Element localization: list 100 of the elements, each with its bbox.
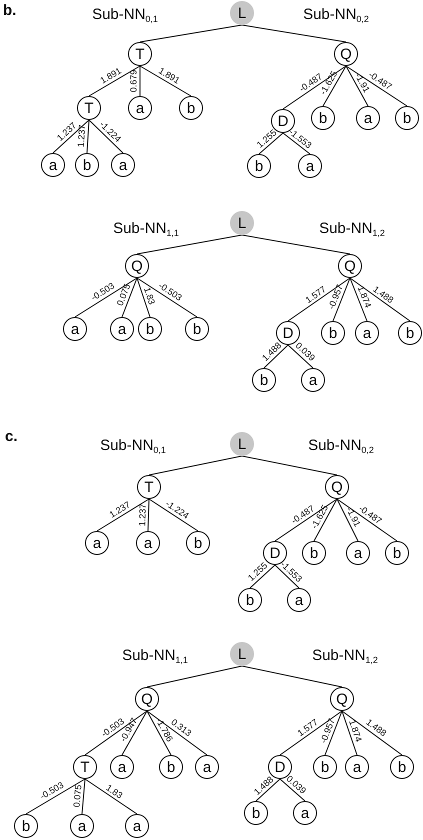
connector-line	[88, 120, 124, 154]
connector-line	[122, 278, 138, 318]
tree-node	[138, 317, 162, 341]
connector-line	[336, 498, 398, 542]
node-letter: a	[352, 760, 362, 774]
connector-line	[332, 278, 350, 322]
subnetwork-label: Sub-NN$_{1,1}$	[122, 647, 188, 665]
connector-line	[274, 498, 338, 542]
subnetwork-label: Sub-NN$_{1,2}$	[312, 647, 378, 665]
subnetwork-label: Sub-NN$_{1,1}$	[113, 220, 179, 238]
weight-label: 0.679	[130, 70, 138, 92]
tree-node	[125, 814, 149, 838]
node-letter: Q	[331, 480, 343, 494]
tree-node	[298, 154, 322, 178]
tree-node	[356, 106, 380, 130]
tree-node	[338, 254, 362, 278]
connector-line	[146, 666, 242, 688]
connector-line	[342, 710, 358, 756]
tree-node	[330, 687, 354, 711]
node-letter: T	[84, 100, 94, 116]
connector-line	[88, 66, 140, 96]
tree-node	[346, 541, 370, 565]
connector-line	[280, 778, 306, 802]
node-letter: a	[144, 536, 152, 550]
tree-node	[195, 755, 219, 779]
tree-node	[135, 687, 159, 711]
tree-node	[159, 755, 183, 779]
weight-label: 0.075	[116, 283, 132, 308]
connector-line	[148, 456, 242, 476]
subnetwork-label: Sub-NN$_{1,2}$	[319, 220, 385, 238]
tree-node	[128, 42, 152, 66]
connector-line	[242, 456, 338, 476]
node-letter: b	[328, 326, 338, 340]
node-letter: b	[318, 110, 328, 126]
weight-label: 1.83	[104, 782, 124, 800]
tree-node	[334, 42, 358, 66]
node-letter: b	[22, 818, 30, 834]
node-letter: a	[118, 760, 126, 774]
node-letter: T	[144, 480, 154, 494]
node-letter: b	[192, 322, 202, 336]
node-letter: b	[186, 100, 196, 116]
connector-line	[136, 278, 198, 318]
connector-line	[280, 710, 342, 756]
connector-line	[74, 278, 138, 318]
node-letter: L	[238, 6, 246, 20]
panel-letter: b.	[3, 2, 16, 20]
node-letter: b	[246, 592, 254, 608]
tree-node	[110, 755, 134, 779]
tree-node	[85, 531, 109, 555]
connector-line	[350, 278, 368, 322]
connector-line	[26, 778, 86, 814]
node-letter: a	[362, 326, 372, 340]
tree-node	[244, 801, 268, 825]
tree-node	[179, 96, 203, 120]
node-letter: Q	[340, 46, 352, 62]
node-letter: b	[402, 110, 412, 126]
weight-label: -0.957	[327, 284, 345, 311]
subnetwork-label: Sub-NN$_{0,2}$	[303, 6, 369, 24]
node-letter: a	[70, 322, 80, 336]
tree-node	[398, 321, 422, 345]
node-letter: a	[308, 372, 318, 388]
node-letter: a	[364, 110, 372, 126]
weight-label: -1.91	[344, 506, 362, 528]
connector-line	[322, 66, 346, 106]
weight-label: -0.957	[319, 717, 337, 744]
node-letter: a	[48, 158, 58, 172]
tree-node	[125, 254, 149, 278]
root-node	[230, 642, 254, 666]
node-letter: b	[252, 806, 260, 820]
node-letter: Q	[131, 258, 143, 274]
node-letter: D	[274, 760, 286, 774]
node-letter: b	[194, 536, 202, 550]
node-letter: a	[118, 158, 128, 172]
node-letter: b	[260, 372, 268, 388]
tree-node	[313, 755, 337, 779]
node-letter: L	[238, 436, 246, 452]
subnetwork-label: Sub-NN$_{0,1}$	[100, 437, 166, 455]
weight-label: -1.91	[353, 72, 372, 94]
subnetwork-label: Sub-NN$_{0,2}$	[308, 437, 374, 455]
node-letter: a	[118, 322, 126, 336]
connector-line	[288, 278, 350, 322]
connector-line	[314, 498, 338, 542]
connector-line	[242, 234, 350, 254]
connector-line	[282, 66, 346, 110]
tree-node	[321, 321, 345, 345]
connector-line	[258, 132, 284, 154]
connector-line	[84, 710, 148, 756]
tree-node	[136, 531, 160, 555]
node-letter: Q	[141, 692, 153, 706]
connector-line	[146, 710, 208, 756]
tree-node	[70, 814, 94, 838]
tree-node	[77, 96, 101, 120]
tree-node	[287, 588, 311, 612]
tree-node	[385, 541, 409, 565]
node-letter: a	[202, 760, 212, 774]
connector-line	[52, 120, 90, 154]
connector-line	[288, 344, 314, 368]
tree-node	[128, 96, 152, 120]
tree-node	[238, 588, 262, 612]
node-letter: b	[310, 546, 318, 560]
